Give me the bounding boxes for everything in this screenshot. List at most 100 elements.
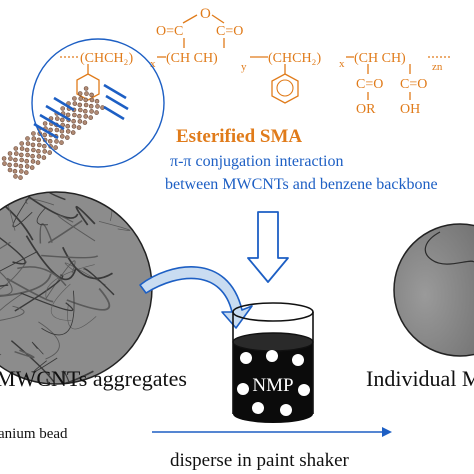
nanotube-fiber	[14, 274, 64, 312]
nanotube-fiber	[67, 303, 97, 330]
bead	[266, 350, 278, 362]
ester-carbonyl-right: C=O	[400, 77, 427, 92]
anhydride-carbonyl-right: C=O	[216, 24, 243, 39]
carbon-atom	[89, 109, 94, 114]
tem-individual-background	[394, 224, 474, 356]
nanotube-fiber	[14, 349, 35, 359]
carbon-atom	[83, 102, 89, 108]
benzene-ring-2	[271, 73, 299, 104]
carbon-atom	[47, 138, 53, 144]
anhydride-bond-left	[182, 14, 198, 24]
carbon-atom	[24, 158, 30, 164]
polymer-name: Esterified SMA	[176, 126, 302, 147]
nanotube-fiber	[0, 250, 38, 281]
nanotube-fiber	[51, 283, 72, 321]
carbon-atom	[24, 147, 30, 153]
carbon-atom	[94, 110, 99, 115]
carbon-atom	[19, 157, 25, 163]
carbon-atom	[78, 107, 83, 113]
carbon-atom	[29, 165, 35, 170]
carbon-atom	[31, 131, 36, 136]
carbon-atom	[54, 139, 59, 144]
carbon-atom	[12, 168, 18, 174]
carbon-atom	[59, 140, 64, 145]
ester-carbonyl-left: C=O	[356, 77, 383, 92]
styrene-unit-2: (CHCH₂)	[268, 51, 321, 66]
nanotube-fiber	[0, 241, 11, 282]
nanotube-fiber	[46, 370, 94, 384]
interaction-line-2: between MWCNTs and benzene backbone	[165, 176, 438, 193]
carbon-atom	[65, 112, 71, 118]
nanotube-fiber	[38, 321, 60, 360]
carbon-atom	[77, 91, 83, 96]
nanotube-fiber	[62, 370, 81, 384]
carbon-atom	[65, 135, 70, 140]
carbon-atom	[42, 149, 48, 154]
carbon-atom	[71, 124, 77, 129]
carbon-atom	[88, 115, 93, 120]
individual-label: Individual M	[366, 366, 474, 391]
individual-nanotube	[424, 231, 474, 265]
carbon-atom	[36, 142, 42, 148]
bead	[298, 384, 310, 396]
carbon-atom	[36, 148, 41, 154]
carbon-atom	[83, 86, 89, 91]
carbon-atom	[89, 97, 95, 103]
carbon-atom	[18, 169, 24, 174]
subscript-y: y	[241, 61, 247, 73]
carbon-atom	[7, 167, 13, 173]
nanotube-fiber	[75, 206, 96, 226]
carbon-atom	[88, 103, 94, 109]
carbon-atom	[83, 97, 88, 103]
nanotube-fiber	[0, 251, 13, 296]
carbon-atom	[13, 162, 19, 168]
carbon-atom	[59, 117, 65, 123]
carbon-atom	[18, 152, 24, 158]
nanotube-fiber	[33, 357, 58, 373]
carbon-atom	[47, 150, 53, 155]
carbon-atom	[25, 141, 31, 146]
nanotube-fiber	[41, 254, 99, 259]
carbon-atom	[94, 98, 100, 104]
carbon-atom	[89, 92, 94, 98]
curved-arrow	[139, 266, 253, 329]
nanotube-fiber	[0, 305, 25, 326]
anhydride-unit: (CH CH)	[166, 51, 218, 66]
interaction-highlight-circle	[31, 38, 165, 168]
nanotube-fiber	[31, 341, 44, 355]
nanotube-fiber	[0, 230, 26, 265]
carbon-atom	[13, 146, 19, 151]
carbon-atom	[18, 175, 23, 180]
carbon-atom	[82, 120, 88, 125]
carbon-atom	[54, 127, 60, 133]
carbon-atom	[53, 145, 58, 150]
carbon-atom	[72, 96, 77, 101]
carbon-atom	[25, 136, 30, 141]
bead	[240, 352, 252, 364]
nanotube-fiber	[25, 198, 55, 206]
carbon-atom	[8, 156, 13, 161]
carbon-atom	[84, 91, 89, 96]
nanotube-fiber	[0, 290, 27, 334]
tem-individual-image	[394, 224, 474, 356]
carbon-atom	[65, 129, 71, 134]
carbon-atom	[19, 141, 25, 146]
nanotube-fiber	[57, 214, 96, 242]
nanotube-fiber	[12, 192, 35, 228]
nanotube-fiber	[0, 192, 16, 231]
carbon-atom	[13, 151, 19, 156]
carbon-atom	[78, 96, 83, 101]
carbon-atom	[42, 121, 48, 126]
carbon-atom	[71, 118, 76, 124]
carbon-atom	[72, 112, 77, 118]
carbon-atom	[95, 104, 100, 109]
carbon-atom	[77, 102, 83, 108]
ester-oh-group: OH	[400, 102, 420, 117]
carbon-atom	[60, 106, 66, 111]
nanotube-fiber	[25, 235, 77, 281]
carbon-atom	[7, 151, 13, 156]
carbon-atom	[59, 134, 65, 139]
nanotube-fiber	[36, 207, 48, 226]
nanotube-fiber	[10, 340, 55, 384]
carbon-atom	[76, 125, 82, 130]
